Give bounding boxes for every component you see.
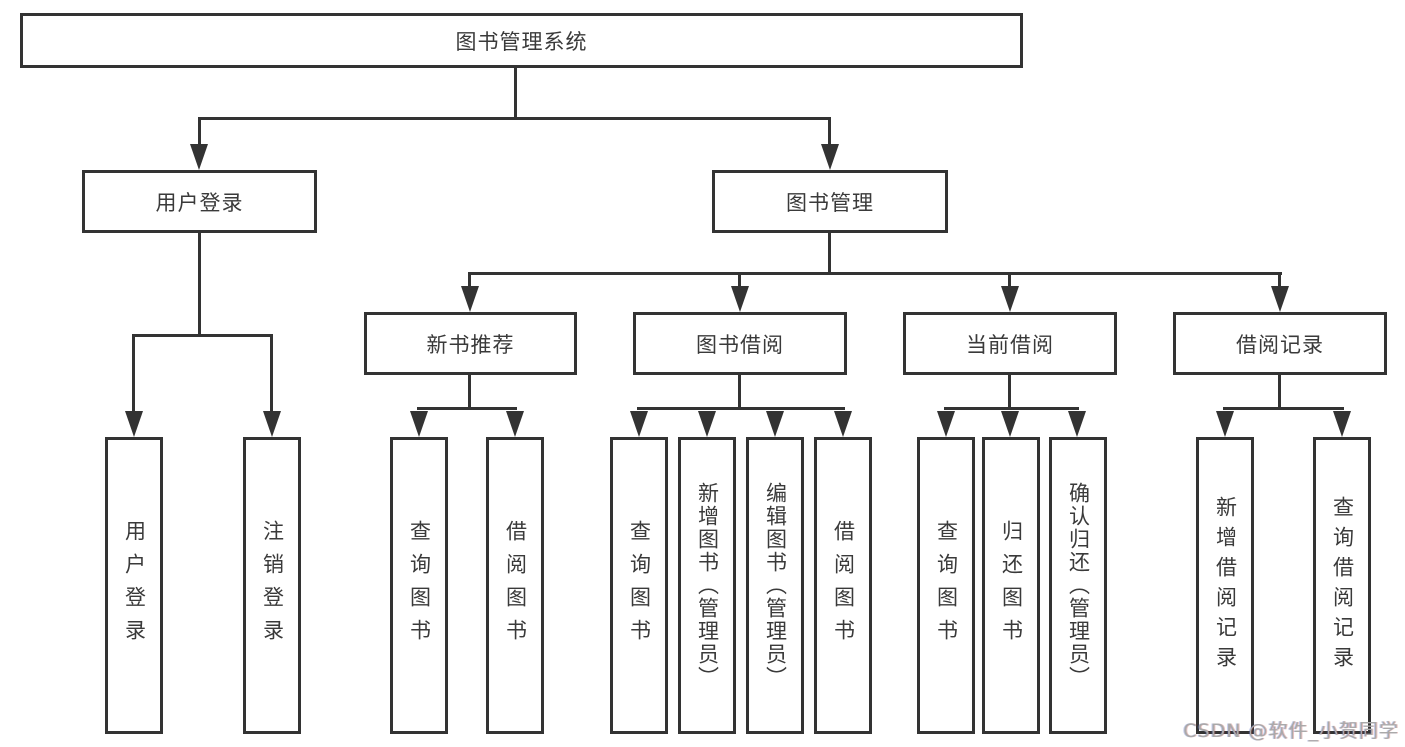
node-current-borrow-label: 当前借阅 (966, 332, 1054, 357)
arrow-down-icon (125, 411, 143, 437)
node-root: 图书管理系统 (20, 13, 1023, 68)
connector-stem (828, 117, 831, 147)
node-book-management: 图书管理 (712, 170, 948, 233)
leaf-logout: 注销登录 (243, 437, 301, 734)
connector-stem (132, 334, 135, 414)
node-borrow-records-label: 借阅记录 (1236, 332, 1324, 357)
connector-trunk (738, 375, 741, 410)
leaf-label: 查询图书 (407, 519, 432, 652)
connector-stem (1278, 272, 1281, 288)
connector-trunk (828, 233, 831, 275)
connector-splitter (417, 407, 517, 410)
leaf-label: 查询图书 (934, 519, 959, 652)
leaf-return-books: 归还图书 (982, 437, 1040, 734)
leaf-label: 确认归还（管理员） (1066, 482, 1091, 689)
csdn-watermark: CSDN @软件_小贺同学 (1183, 720, 1399, 742)
leaf-label: 归还图书 (999, 519, 1024, 652)
leaf-query-books: 查询图书 (390, 437, 448, 734)
arrow-down-icon (834, 411, 852, 437)
leaf-add-books-admin: 新增图书（管理员） (678, 437, 736, 734)
leaf-label: 查询图书 (627, 519, 652, 652)
node-book-borrow-label: 图书借阅 (696, 332, 784, 357)
connector-stem (1008, 272, 1011, 288)
node-book-borrow: 图书借阅 (633, 312, 847, 375)
arrow-down-icon (1068, 411, 1086, 437)
leaf-edit-books-admin: 编辑图书（管理员） (746, 437, 804, 734)
leaf-query-books: 查询图书 (917, 437, 975, 734)
arrow-down-icon (731, 286, 749, 312)
arrow-down-icon (461, 286, 479, 312)
leaf-label: 编辑图书（管理员） (763, 482, 788, 689)
leaf-label: 用户登录 (122, 519, 147, 652)
leaf-label: 新增图书（管理员） (695, 482, 720, 689)
arrow-down-icon (1271, 286, 1289, 312)
connector-l2-splitter (198, 117, 831, 120)
node-current-borrow: 当前借阅 (903, 312, 1117, 375)
leaf-user-login: 用户登录 (105, 437, 163, 734)
node-new-book-recommend: 新书推荐 (364, 312, 577, 375)
node-root-label: 图书管理系统 (455, 29, 588, 54)
connector-trunk (468, 375, 471, 410)
leaf-borrow-books: 借阅图书 (486, 437, 544, 734)
arrow-down-icon (263, 411, 281, 437)
connector-splitter (1223, 407, 1344, 410)
leaf-label: 查询借阅记录 (1330, 495, 1355, 676)
connector-trunk (1008, 375, 1011, 410)
leaf-label: 借阅图书 (831, 519, 856, 652)
node-user-login-label: 用户登录 (155, 190, 244, 215)
connector-l3-splitter (468, 272, 1282, 275)
arrow-down-icon (190, 144, 208, 170)
leaf-label: 注销登录 (260, 519, 285, 652)
connector-stem (468, 272, 471, 288)
connector-splitter (944, 407, 1079, 410)
connector-splitter (637, 407, 845, 410)
arrow-down-icon (1001, 411, 1019, 437)
arrow-down-icon (1001, 286, 1019, 312)
connector-stem (198, 117, 201, 147)
arrow-down-icon (698, 411, 716, 437)
connector-trunk (1278, 375, 1281, 410)
arrow-down-icon (410, 411, 428, 437)
leaf-confirm-return-admin: 确认归还（管理员） (1049, 437, 1107, 734)
connector-root-trunk (514, 68, 517, 118)
connector-stem (270, 334, 273, 414)
leaf-label: 借阅图书 (503, 519, 528, 652)
arrow-down-icon (506, 411, 524, 437)
arrow-down-icon (1216, 411, 1234, 437)
node-user-login: 用户登录 (82, 170, 317, 233)
connector-trunk (198, 233, 201, 335)
arrow-down-icon (1333, 411, 1351, 437)
leaf-query-borrow-record: 查询借阅记录 (1313, 437, 1371, 734)
arrow-down-icon (630, 411, 648, 437)
connector-splitter (132, 334, 273, 337)
leaf-label: 新增借阅记录 (1213, 495, 1238, 676)
leaf-query-books: 查询图书 (610, 437, 668, 734)
arrow-down-icon (937, 411, 955, 437)
node-book-management-label: 图书管理 (786, 190, 874, 215)
leaf-add-borrow-record: 新增借阅记录 (1196, 437, 1254, 734)
arrow-down-icon (766, 411, 784, 437)
connector-stem (738, 272, 741, 288)
node-new-book-recommend-label: 新书推荐 (426, 332, 515, 357)
node-borrow-records: 借阅记录 (1173, 312, 1387, 375)
arrow-down-icon (821, 144, 839, 170)
leaf-borrow-books: 借阅图书 (814, 437, 872, 734)
